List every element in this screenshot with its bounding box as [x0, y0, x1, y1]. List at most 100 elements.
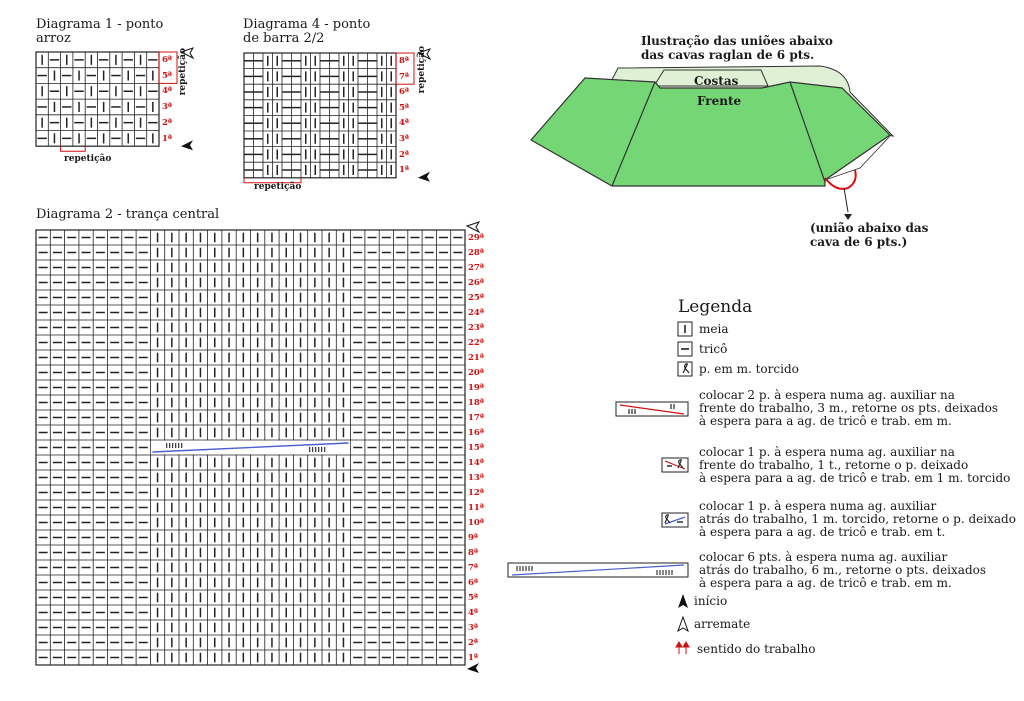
diagram1-row-label: 1ª [162, 133, 173, 144]
sentido-icon [675, 641, 690, 654]
diagram2-row-label: 27ª [468, 263, 484, 273]
cable4-line [511, 564, 685, 576]
diagram4-title: Diagrama 4 - ponto de barra 2/2 [243, 18, 370, 46]
join-note: (união abaixo das cava de 6 pts.) [810, 221, 928, 249]
diagram2-row-label: 22ª [468, 338, 484, 348]
legend-title: Legenda [678, 297, 753, 317]
diagram2-row-label: 26ª [468, 278, 484, 288]
diagram4-row-label: 2ª [399, 149, 410, 160]
torcido-stroke [682, 363, 690, 374]
underarm-back [824, 135, 891, 181]
diagram1-end-arrow [179, 47, 195, 60]
legend-cable2-text: colocar 1 p. à espera numa ag. auxiliar … [699, 446, 1010, 485]
front-panel [530, 77, 891, 187]
back-label: Costas [694, 74, 739, 88]
diagram2-row-label: 1ª [468, 653, 479, 663]
legend-sentido: sentido do trabalho [697, 642, 816, 656]
diagram2-row-label: 8ª [468, 548, 479, 558]
diagram1-repeat-label: repetição [64, 154, 112, 164]
diagram4-row-label: 3ª [399, 134, 410, 144]
front-left-seam [611, 81, 656, 187]
diagram2-row-label: 20ª [468, 368, 484, 378]
diagram2-row-label: 2ª [468, 638, 479, 648]
legend-cable1-text: colocar 2 p. à espera numa ag. auxiliar … [699, 389, 998, 428]
legend-meia: meia [699, 322, 729, 336]
illustration-title: Ilustração das uniões abaixo das cavas r… [641, 34, 833, 62]
diagram2-row-label: 11ª [468, 503, 484, 513]
diagram4-row-label: 4ª [399, 118, 410, 129]
diagram4-repeat-v-bracket [395, 52, 415, 85]
diagram1-row-label: 3ª [162, 102, 173, 113]
diagram1-repeat-v-bracket [158, 51, 178, 84]
diagram4-row-label: 7ª [399, 71, 410, 82]
diagram1-title-line2: arroz [36, 31, 71, 46]
diagram1-title: Diagrama 1 - ponto arroz [36, 18, 163, 46]
cable3-line3: à espera para a ag. de tricô e trab. em … [699, 525, 946, 539]
diagram2-row-label: 17ª [468, 413, 484, 423]
diagram1-row-label: 2ª [162, 117, 173, 128]
join-note-line1: (união abaixo das [810, 221, 929, 235]
diagram2-row-label: 4ª [468, 608, 479, 618]
diagram4-row-label: 8ª [399, 56, 410, 66]
cable1-stitches-right [670, 404, 675, 409]
diagram2-cable-line [152, 442, 349, 453]
cable4-line1: colocar 6 pts. à espera numa ag. auxilia… [699, 550, 948, 564]
legend-torcido: p. em m. torcido [699, 362, 799, 376]
diagram2-row-label: 23ª [468, 323, 484, 333]
cable3-twist [664, 514, 671, 524]
diagram2-row-label: 15ª [468, 443, 484, 453]
diagram2-row-label: 14ª [468, 458, 484, 468]
diagram4-end-arrow [416, 48, 432, 61]
cable2-line [664, 460, 686, 470]
diagram2-row-label: 25ª [468, 293, 484, 303]
cable2-line3: à espera para a ag. de tricô e trab. em … [699, 471, 1011, 485]
legend-inicio: início [694, 594, 728, 608]
diagram2-row-label: 16ª [468, 428, 484, 438]
legend-arremate: arremate [694, 617, 751, 631]
diagram2-row-label: 28ª [468, 248, 484, 258]
cable1-stitches-left [628, 409, 636, 414]
diagram1-repeat-h-bracket [60, 146, 86, 152]
diagram4-row-label: 5ª [399, 102, 410, 113]
diagram2-row-label: 29ª [468, 233, 484, 243]
diagram2-title: Diagrama 2 - trança central [36, 207, 220, 222]
diagram1-row-label: 6ª [162, 55, 173, 65]
cable4-stitches-right [656, 570, 673, 575]
join-note-line2: cava de 6 pts.) [810, 235, 908, 249]
cable3-line1: colocar 1 p. à espera numa ag. auxiliar [699, 499, 937, 513]
cable2-line2: frente do trabalho, 1 t., retorne o p. d… [699, 458, 969, 472]
diagram2-row-label: 5ª [468, 593, 479, 603]
diagram2-row-label: 12ª [468, 488, 484, 498]
join-pointer [843, 187, 849, 213]
cable2-line1: colocar 1 p. à espera numa ag. auxiliar … [699, 445, 955, 459]
diagram2-end-arrow [465, 221, 481, 234]
diagram2-row-label: 19ª [468, 383, 484, 393]
front-label: Frente [697, 94, 742, 108]
cable3-line2: atrás do trabalho, 1 m. torcido, retorne… [699, 512, 1016, 526]
legend-trico: tricô [699, 342, 728, 356]
diagram2-row-label: 10ª [468, 518, 484, 528]
legend-cable3-text: colocar 1 p. à espera numa ag. auxiliar … [699, 500, 1016, 539]
inicio-icon [678, 594, 688, 608]
diagram4-title-line2: de barra 2/2 [243, 31, 325, 46]
cable4-stitches-left [516, 566, 533, 571]
underarm-join [824, 169, 857, 190]
diagram4-row-label: 1ª [399, 165, 410, 176]
diagram2-row-label: 13ª [468, 473, 484, 483]
cable1-line [619, 404, 685, 415]
cable4-line3: à espera para a ag. de tricô e trab. em … [699, 576, 952, 590]
diagram4-row-label: 6ª [399, 87, 410, 98]
legend-cable4-text: colocar 6 pts. à espera numa ag. auxilia… [699, 551, 986, 590]
diagram2-row-label: 3ª [468, 623, 479, 633]
front-right-seam [789, 81, 826, 183]
diagram2-row-label: 9ª [468, 533, 479, 543]
cable1-line1: colocar 2 p. à espera numa ag. auxiliar … [699, 388, 955, 402]
diagram1-title-line1: Diagrama 1 - ponto [36, 17, 164, 32]
diagram4-repeat-h-bracket [243, 177, 302, 184]
cable4-line2: atrás do trabalho, 6 m., retorne o pts. … [699, 563, 987, 577]
diagram2-row-label: 18ª [468, 398, 484, 408]
cable3-line [664, 516, 686, 525]
illustration-title-line1: Ilustração das uniões abaixo [641, 34, 833, 48]
